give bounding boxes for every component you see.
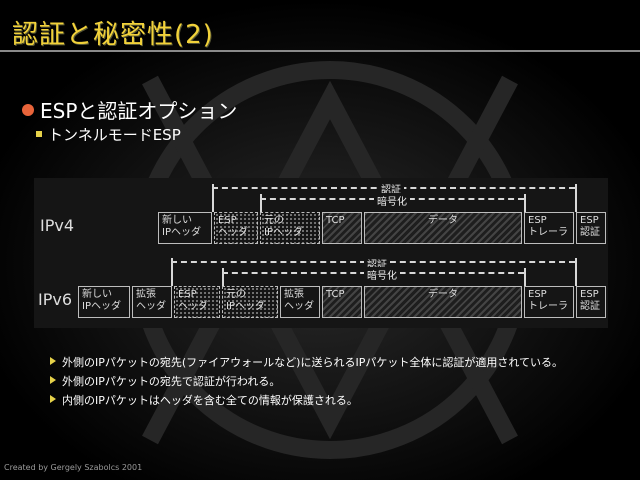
ipv4-cell-orig-ip-header: 元の IPヘッダ bbox=[260, 212, 320, 244]
note-text: 外側のIPパケットの宛先(ファイアウォールなど)に送られるIPパケット全体に認証… bbox=[62, 356, 563, 369]
ipv6-cell-tcp: TCP bbox=[322, 286, 362, 318]
ipv4-enc-start bbox=[260, 194, 262, 212]
bullet-square-icon bbox=[36, 131, 42, 137]
ipv6-cell-ext-header-2: 拡張 ヘッダ bbox=[280, 286, 320, 318]
ipv6-cell-esp-header: ESP ヘッダ bbox=[174, 286, 220, 318]
bullet-sub-text: トンネルモードESP bbox=[48, 126, 181, 144]
ipv4-enc-label: 暗号化 bbox=[374, 193, 410, 208]
notes-list: 外側のIPパケットの宛先(ファイアウォールなど)に送られるIPパケット全体に認証… bbox=[50, 353, 610, 410]
esp-tunnel-diagram: IPv4 認証 暗号化 新しい IPヘッダ ESP ヘッダ 元の IPヘッダ T… bbox=[34, 178, 608, 328]
ipv4-cell-esp-header: ESP ヘッダ bbox=[214, 212, 258, 244]
credit-text: Created by Gergely Szabolcs 2001 bbox=[4, 463, 142, 472]
ipv6-enc-label: 暗号化 bbox=[364, 267, 400, 282]
bullet-main: ESPと認証オプション bbox=[22, 95, 237, 124]
ipv4-cell-esp-trailer: ESP トレーラ bbox=[524, 212, 574, 244]
ipv6-label: IPv6 bbox=[38, 290, 72, 309]
ipv4-cell-new-ip-header: 新しい IPヘッダ bbox=[158, 212, 212, 244]
ipv6-cell-data: データ bbox=[364, 286, 522, 318]
ipv4-enc-end bbox=[524, 194, 526, 212]
triangle-bullet-icon bbox=[50, 376, 56, 384]
bullet-dot-icon bbox=[22, 104, 34, 116]
bullet-sub: トンネルモードESP bbox=[36, 124, 181, 145]
ipv4-cell-esp-auth: ESP 認証 bbox=[576, 212, 606, 244]
ipv6-auth-end bbox=[575, 258, 577, 286]
ipv4-cell-tcp: TCP bbox=[322, 212, 362, 244]
ipv6-cell-esp-trailer: ESP トレーラ bbox=[524, 286, 574, 318]
triangle-bullet-icon bbox=[50, 357, 56, 365]
page-title: 認証と秘密性(2) bbox=[12, 14, 214, 51]
ipv6-cell-orig-ip-header: 元の IPヘッダ bbox=[222, 286, 278, 318]
ipv6-cell-ext-header: 拡張 ヘッダ bbox=[132, 286, 172, 318]
ipv6-cell-new-ip-header: 新しい IPヘッダ bbox=[78, 286, 130, 318]
triangle-bullet-icon bbox=[50, 395, 56, 403]
ipv6-cell-esp-auth: ESP 認証 bbox=[576, 286, 606, 318]
note-text: 外側のIPパケットの宛先で認証が行われる。 bbox=[62, 375, 280, 388]
note-item: 外側のIPパケットの宛先で認証が行われる。 bbox=[50, 372, 610, 391]
ipv4-label: IPv4 bbox=[40, 216, 74, 235]
ipv4-auth-end bbox=[575, 184, 577, 212]
bullet-main-text: ESPと認証オプション bbox=[40, 99, 237, 123]
note-item: 内側のIPパケットはヘッダを含む全ての情報が保護される。 bbox=[50, 391, 610, 410]
ipv4-cell-data: データ bbox=[364, 212, 522, 244]
ipv6-enc-end bbox=[524, 268, 526, 286]
ipv6-enc-start bbox=[222, 268, 224, 286]
note-item: 外側のIPパケットの宛先(ファイアウォールなど)に送られるIPパケット全体に認証… bbox=[50, 353, 610, 372]
title-divider bbox=[0, 50, 640, 52]
note-text: 内側のIPパケットはヘッダを含む全ての情報が保護される。 bbox=[62, 394, 358, 407]
